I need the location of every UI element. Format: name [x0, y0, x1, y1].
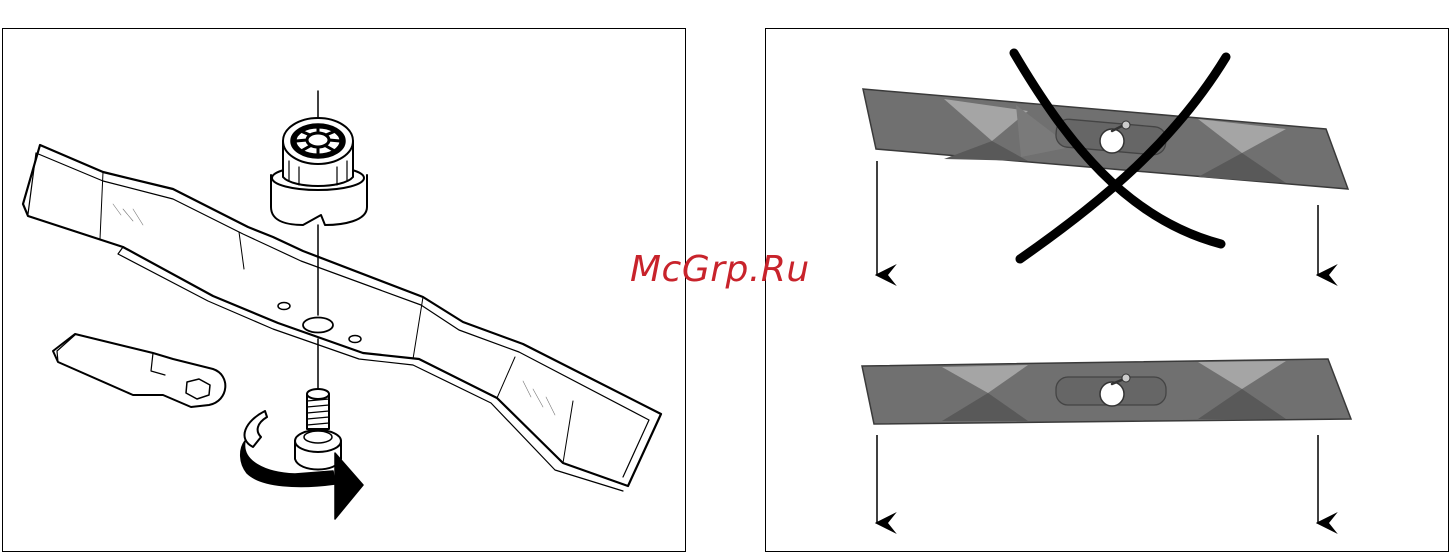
blade-assembly-panel [2, 28, 686, 552]
hex-wrench [53, 334, 225, 407]
blade-orientation-panel [765, 28, 1449, 552]
blade-orientation-illustration [766, 29, 1450, 553]
blade-correct [862, 359, 1351, 424]
blade-assembly-illustration [3, 29, 687, 553]
balance-arrows-correct [877, 435, 1318, 523]
blade-bolt [295, 339, 341, 470]
watermark: McGrp.Ru [630, 252, 810, 288]
